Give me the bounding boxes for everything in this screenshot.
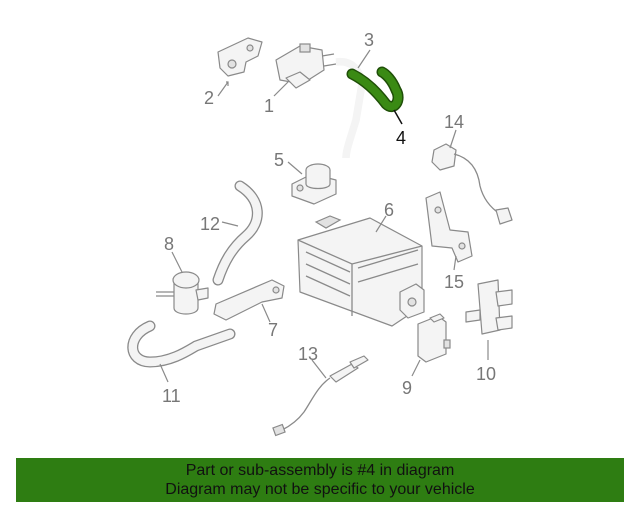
parts-diagram: 2 1 3 4 5 6 7 8 9 10 11 12 13 14 15 (127, 30, 513, 437)
part-7-bracket[interactable] (213, 279, 285, 321)
part-13-sensor[interactable] (272, 355, 369, 437)
part-15-bracket[interactable] (425, 191, 473, 263)
leader-lines (159, 49, 489, 383)
callout-4-highlighted: 4 (396, 128, 406, 148)
callout-7: 7 (268, 320, 278, 340)
callout-11: 11 (162, 386, 181, 406)
callout-15: 15 (444, 272, 464, 292)
callout-5: 5 (274, 150, 284, 170)
part-8-valve[interactable] (156, 271, 209, 315)
part-1-valve[interactable] (275, 43, 337, 89)
callout-6: 6 (384, 200, 394, 220)
callout-12: 12 (200, 214, 220, 234)
callout-9: 9 (402, 378, 412, 398)
callout-8: 8 (164, 234, 174, 254)
callout-1: 1 (264, 96, 274, 116)
banner-line-1: Part or sub-assembly is #4 in diagram (185, 462, 455, 479)
part-6-canister[interactable] (297, 215, 425, 327)
callout-2: 2 (204, 88, 214, 108)
callout-3: 3 (364, 30, 374, 50)
info-banner: Part or sub-assembly is #4 in diagram Di… (16, 458, 624, 502)
part-10-valve[interactable] (465, 279, 513, 335)
part-5-solenoid[interactable] (291, 163, 337, 205)
part-2-bracket[interactable] (217, 37, 263, 77)
part-4-hose-highlighted[interactable] (346, 66, 404, 113)
part-11-hose[interactable] (127, 320, 236, 368)
part-12-hose[interactable] (212, 180, 263, 286)
highlight-fill (348, 68, 403, 111)
callout-14: 14 (444, 112, 464, 132)
callout-10: 10 (476, 364, 496, 384)
banner-line-2: Diagram may not be specific to your vehi… (165, 481, 475, 498)
part-9-valve[interactable] (417, 313, 451, 363)
part-14-sensor[interactable] (431, 143, 513, 225)
callout-13: 13 (298, 344, 318, 364)
